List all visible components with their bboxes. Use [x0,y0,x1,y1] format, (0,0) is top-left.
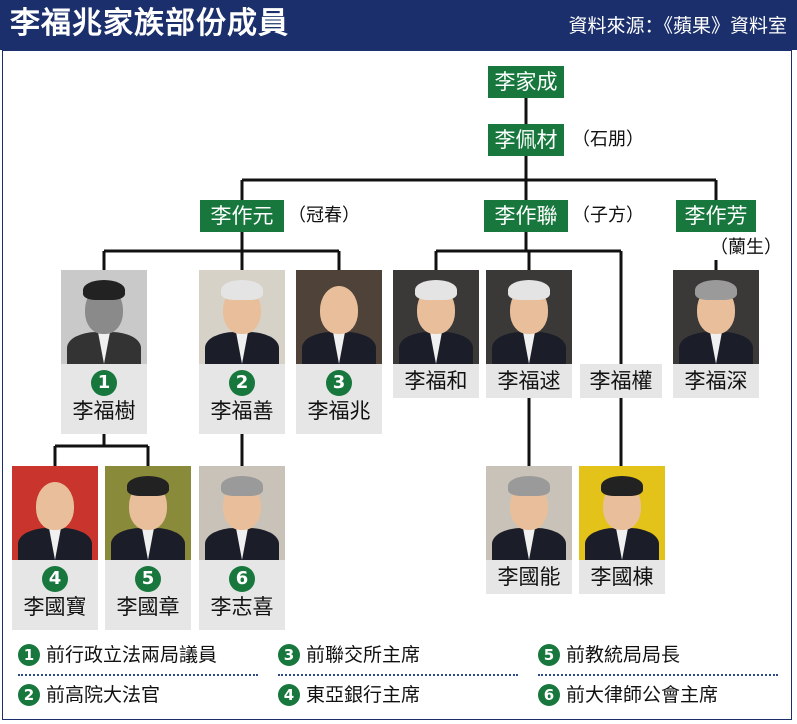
person-card-guoneng: 李國能 [486,466,572,594]
legend-item-1: 1 前行政立法兩局議員 [18,640,217,670]
number-badge: 1 [91,370,117,396]
alias-zuoyuan: （冠春） [288,205,360,226]
name-box-zuoyuan: 李作元 [200,200,284,232]
legend-item-6: 6 前大律師公會主席 [538,680,718,710]
portrait-photo [61,270,147,364]
legend-text: 前聯交所主席 [306,644,421,666]
portrait-photo [673,270,759,364]
number-badge: 3 [278,644,300,666]
person-name: 李福逑 [497,369,561,393]
person-card-guozhang: 5 李國章 [105,466,191,630]
number-badge: 6 [229,566,255,592]
name-box-zuolian: 李作聯 [484,200,568,232]
name-box-gen1: 李家成 [488,66,564,98]
legend-item-4: 4 東亞銀行主席 [278,680,420,710]
alias-gen2: （石朋） [572,129,644,150]
portrait-photo [105,466,191,560]
legend-item-5: 5 前教統局局長 [538,640,680,670]
alias-zuofang: （蘭生） [710,237,782,258]
header-bar: 李福兆家族部份成員 資料來源：《蘋果》資料室 [0,0,797,50]
name-box-zuofang: 李作芳 [676,200,756,232]
person-card-fushan: 2 李福善 [199,270,285,434]
legend-text: 前高院大法官 [46,684,161,706]
person-card-fuquan: 李福權 [580,364,662,398]
person-name: 李國章 [116,595,180,619]
portrait-photo [199,466,285,560]
person-name: 李福和 [404,369,468,393]
portrait-photo [12,466,98,560]
legend-item-3: 3 前聯交所主席 [278,640,420,670]
person-name: 李福深 [684,369,748,393]
number-badge: 2 [18,684,40,706]
portrait-photo [486,270,572,364]
legend-text: 前行政立法兩局議員 [46,644,218,666]
legend-text: 前教統局局長 [566,644,681,666]
number-badge: 5 [135,566,161,592]
person-name: 李志喜 [210,595,274,619]
person-name: 李國棟 [590,565,654,589]
person-name: 李國能 [497,565,561,589]
portrait-photo [393,270,479,364]
person-card-guobao: 4 李國寶 [12,466,98,630]
person-name: 李福兆 [307,399,371,423]
person-card-fushen: 李福深 [673,270,759,398]
alias-zuolian: （子方） [572,205,644,226]
legend-text: 東亞銀行主席 [306,684,421,706]
page-title: 李福兆家族部份成員 [10,6,289,41]
person-card-fushu: 1 李福樹 [61,270,147,434]
person-card-fuqiu: 李福逑 [486,270,572,398]
number-badge: 5 [538,644,560,666]
person-card-guodong: 李國棟 [579,466,665,594]
portrait-photo [296,270,382,364]
legend-item-2: 2 前高院大法官 [18,680,160,710]
person-name: 李福善 [210,399,274,423]
legend-divider [18,674,258,676]
person-name: 李國寶 [23,595,87,619]
number-badge: 3 [326,370,352,396]
number-badge: 4 [42,566,68,592]
person-card-fuhe: 李福和 [393,270,479,398]
legend-divider [538,674,778,676]
name-box-gen2: 李佩材 [488,124,564,156]
number-badge: 6 [538,684,560,706]
portrait-photo [486,466,572,560]
person-card-fuzhao: 3 李福兆 [296,270,382,434]
person-card-zhixi: 6 李志喜 [199,466,285,630]
portrait-photo [199,270,285,364]
legend-divider [278,674,518,676]
legend-text: 前大律師公會主席 [566,684,719,706]
number-badge: 2 [229,370,255,396]
source-credit: 資料來源：《蘋果》資料室 [568,15,787,37]
portrait-photo [579,466,665,560]
person-name: 李福樹 [72,399,136,423]
number-badge: 1 [18,644,40,666]
number-badge: 4 [278,684,300,706]
